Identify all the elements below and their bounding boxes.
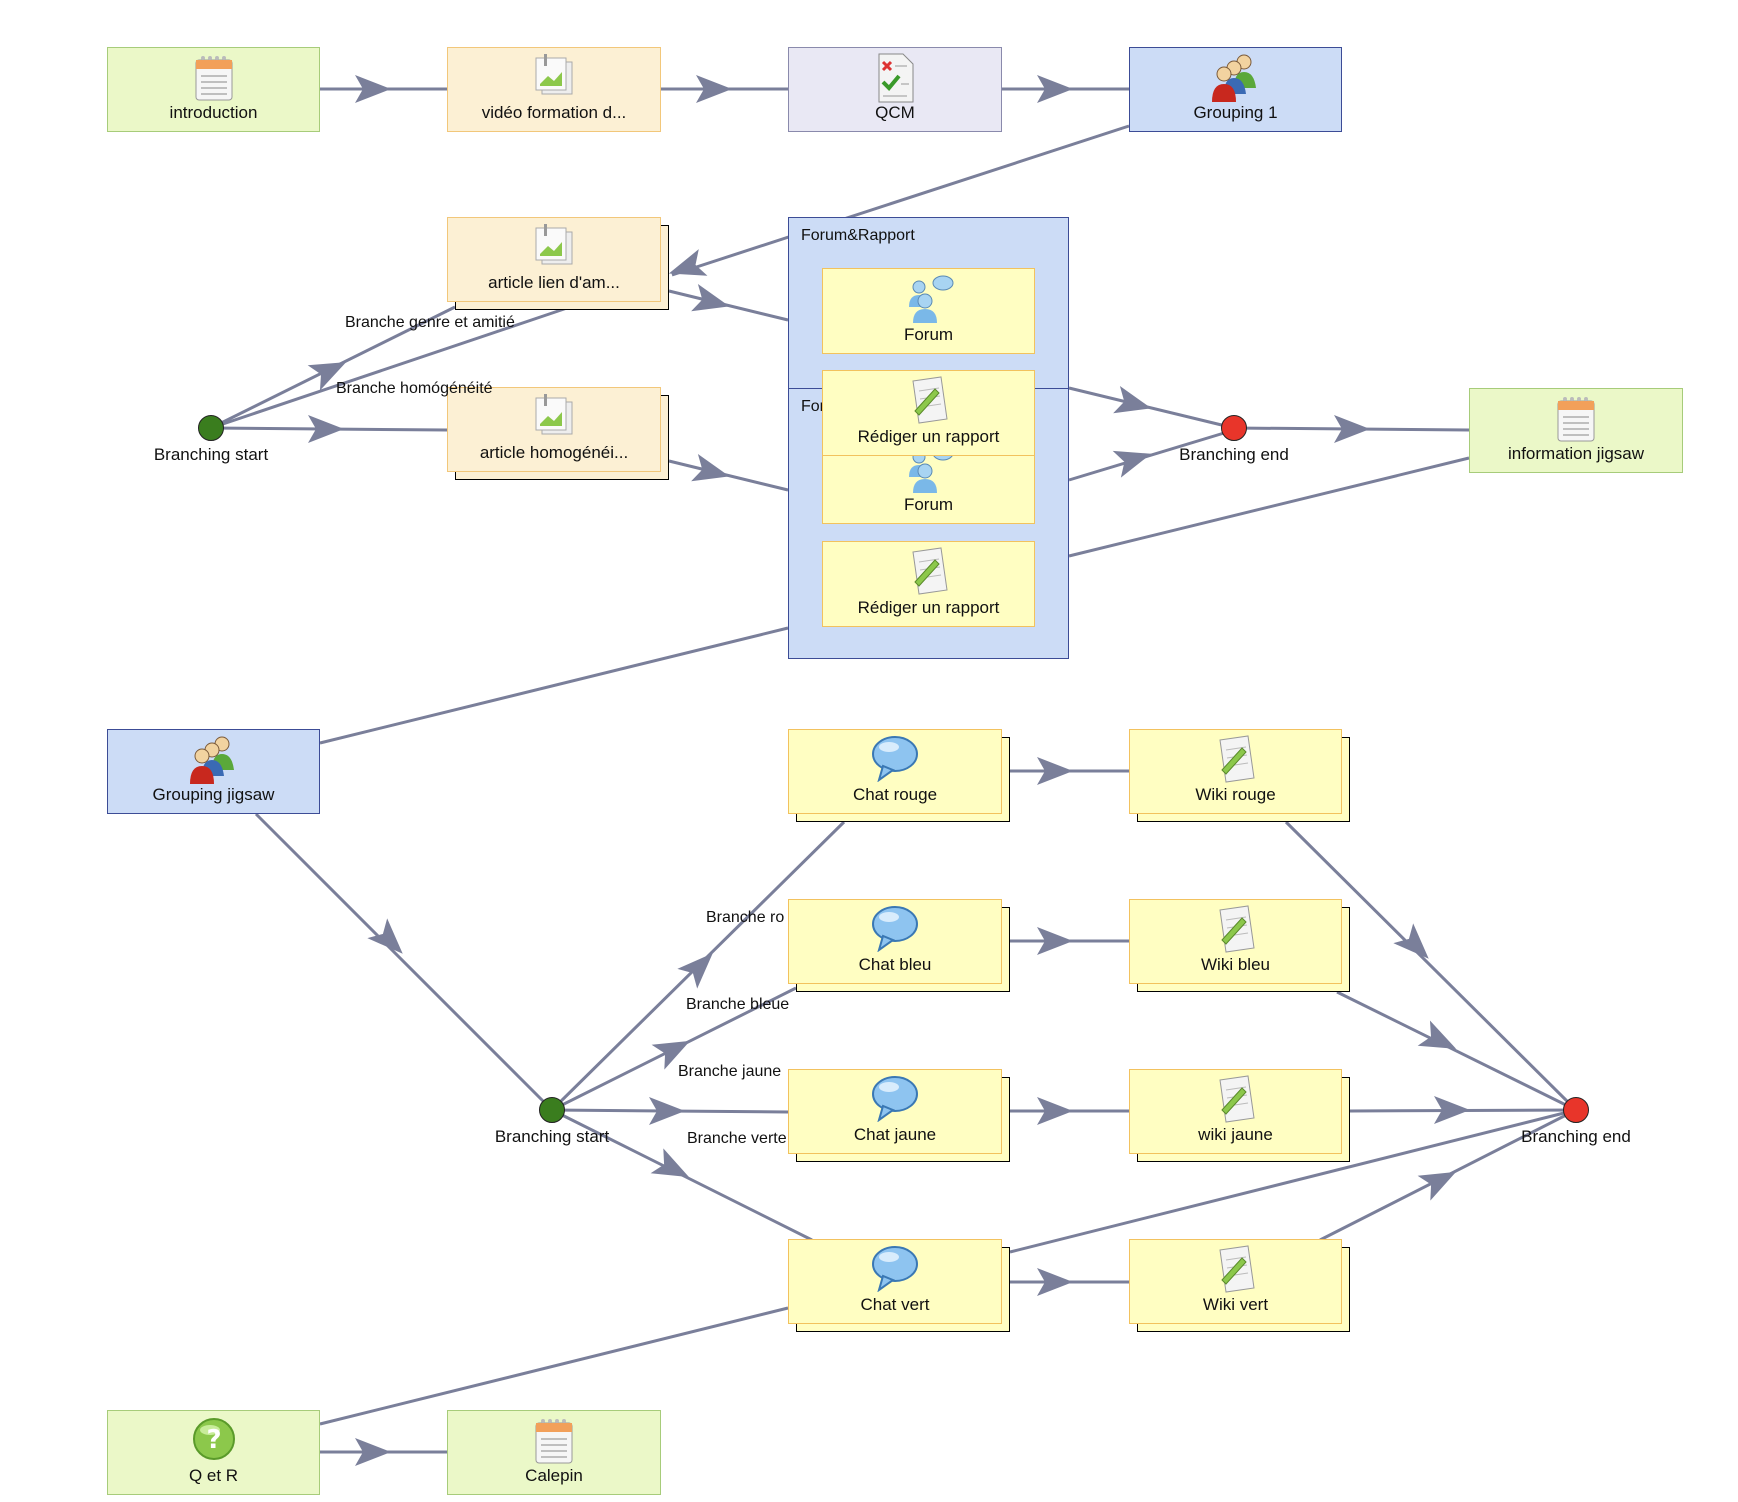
activity-label: Wiki rouge <box>1195 785 1276 804</box>
branching-start-node[interactable] <box>539 1097 565 1123</box>
edge-label-homogeneite: Branche homógénéité <box>336 380 493 397</box>
wiki-pencil-icon <box>1218 905 1255 953</box>
chat-bubble-icon <box>872 906 918 952</box>
edge-label-jaune: Branche jaune <box>678 1063 782 1080</box>
activity-label: wiki jaune <box>1198 1125 1273 1144</box>
activity-wiki-vert[interactable]: Wiki vert <box>1129 1239 1342 1324</box>
activity-label: Wiki bleu <box>1201 955 1270 974</box>
activity-chat-vert[interactable]: Chat vert <box>788 1239 1002 1324</box>
svg-text:?: ? <box>206 1425 221 1455</box>
activity-label: Wiki vert <box>1202 1295 1269 1314</box>
activity-label: introduction <box>169 103 258 122</box>
activity-calepin[interactable]: Calepin <box>447 1410 661 1495</box>
branching-end-node[interactable] <box>1563 1097 1589 1123</box>
activity-label: QCM <box>875 103 915 122</box>
edge-label-rouge: Branche ro <box>706 909 785 926</box>
activity-q-et-r[interactable]: ? Q et R <box>107 1410 320 1495</box>
activity-wiki-jaune[interactable]: wiki jaune <box>1129 1069 1342 1154</box>
notebook-icon <box>195 56 232 101</box>
activity-label: article homogénéi... <box>479 443 629 462</box>
activity-qcm[interactable]: QCM <box>788 47 1002 132</box>
activity-information-jigsaw[interactable]: information jigsaw <box>1469 388 1683 473</box>
wiki-pencil-icon <box>1218 1075 1255 1123</box>
report-pencil-icon <box>911 376 948 424</box>
activity-rapport-1[interactable]: Rédiger un rapport <box>822 370 1035 456</box>
chat-bubble-icon <box>872 1246 918 1292</box>
activity-label: Grouping 1 <box>1193 103 1278 122</box>
quiz-icon <box>878 53 914 103</box>
report-pencil-icon <box>911 547 948 595</box>
branching-start-label: Branching start <box>494 1127 610 1146</box>
group-title: Forum&Rapport <box>801 227 915 244</box>
activity-video-formation[interactable]: vidéo formation d... <box>447 47 661 132</box>
activity-label: Grouping jigsaw <box>152 785 275 804</box>
chat-bubble-icon <box>872 1076 918 1122</box>
activity-label: article lien d'am... <box>488 273 620 292</box>
activity-label: Chat rouge <box>852 785 938 804</box>
wiki-pencil-icon <box>1218 735 1255 783</box>
branching-end-label: Branching end <box>1179 445 1289 464</box>
activity-chat-rouge[interactable]: Chat rouge <box>788 729 1002 814</box>
activity-label: Forum <box>903 325 954 344</box>
activity-chat-jaune[interactable]: Chat jaune <box>788 1069 1002 1154</box>
activity-wiki-bleu[interactable]: Wiki bleu <box>1129 899 1342 984</box>
branching-end-label: Branching end <box>1521 1127 1631 1146</box>
activity-label: Q et R <box>188 1466 239 1485</box>
edge-label-genre-amitie: Branche genre et amitié <box>345 314 515 331</box>
activity-label: Forum <box>903 495 954 514</box>
notebook-icon <box>1557 397 1595 442</box>
activity-label: information jigsaw <box>1507 444 1645 463</box>
branching-end-node[interactable] <box>1221 415 1247 441</box>
chat-bubble-icon <box>872 736 918 782</box>
group-title: For <box>801 398 825 415</box>
activity-label: Chat vert <box>860 1295 930 1314</box>
activity-grouping-1[interactable]: Grouping 1 <box>1129 47 1342 132</box>
edge-label-bleue: Branche bleue <box>686 996 790 1013</box>
group-users-icon <box>1211 54 1256 102</box>
image-icon <box>535 224 573 265</box>
notebook-icon <box>535 1419 573 1464</box>
activity-label: Chat jaune <box>853 1125 937 1144</box>
activity-label: Rédiger un rapport <box>857 427 1000 446</box>
activity-forum-1[interactable]: Forum <box>822 268 1035 354</box>
edge-label-verte: Branche verte <box>687 1130 787 1147</box>
activity-wiki-rouge[interactable]: Wiki rouge <box>1129 729 1342 814</box>
activity-label: vidéo formation d... <box>481 103 627 122</box>
branching-start-label: Branching start <box>153 445 269 464</box>
activity-rapport-2[interactable]: Rédiger un rapport <box>822 541 1035 627</box>
wiki-pencil-icon <box>1218 1245 1255 1293</box>
group-users-icon <box>189 736 234 784</box>
image-icon <box>535 394 573 435</box>
activity-grouping-jigsaw[interactable]: Grouping jigsaw <box>107 729 320 814</box>
activity-label: Rédiger un rapport <box>857 598 1000 617</box>
question-icon: ? <box>192 1418 235 1460</box>
image-icon <box>535 54 573 95</box>
activity-article-amitie[interactable]: article lien d'am... <box>447 217 661 302</box>
forum-users-icon <box>908 275 953 323</box>
activity-label: Calepin <box>525 1466 583 1485</box>
branching-start-node[interactable] <box>198 415 224 441</box>
activity-label: Chat bleu <box>858 955 932 974</box>
activity-introduction[interactable]: introduction <box>107 47 320 132</box>
activity-article-homogeneite[interactable]: article homogénéi... <box>447 387 661 472</box>
activity-chat-bleu[interactable]: Chat bleu <box>788 899 1002 984</box>
